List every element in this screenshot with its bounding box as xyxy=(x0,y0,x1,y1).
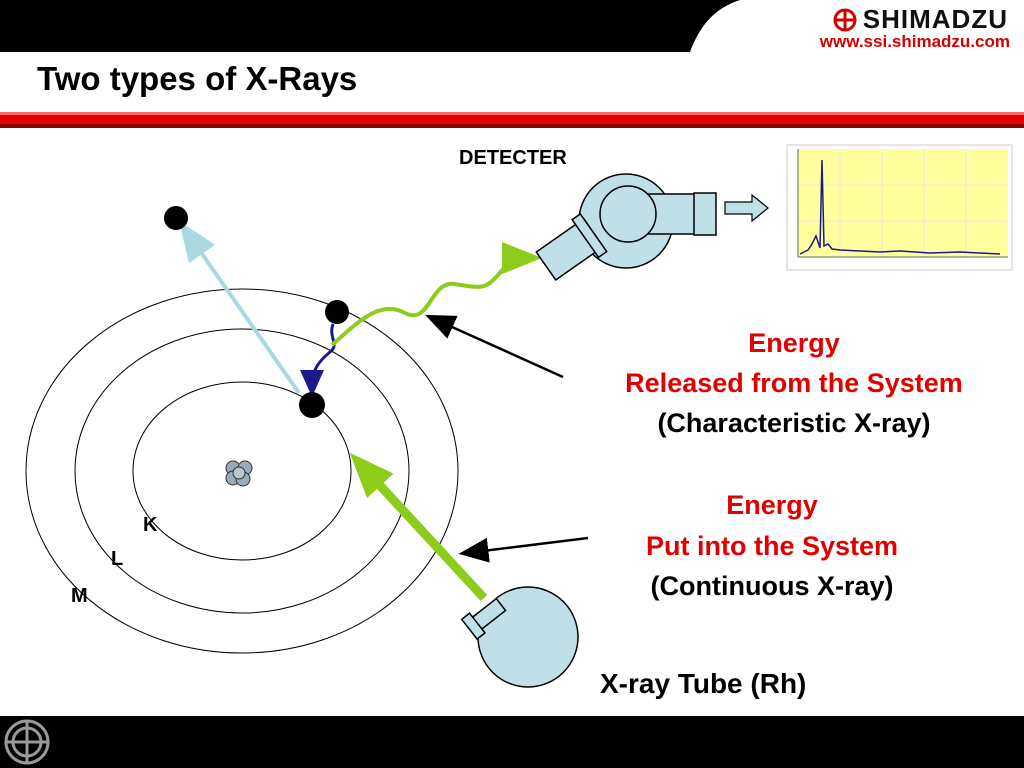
pointer-arrow-continuous xyxy=(458,536,589,563)
brand-logo: SHIMADZU xyxy=(833,4,1008,35)
detector-label: DETECTER xyxy=(459,147,567,169)
characteristic-xray-wave xyxy=(330,242,542,347)
footer-bar xyxy=(0,716,1024,768)
continuous-energy-label: Energy xyxy=(726,490,818,520)
xray-tube xyxy=(460,586,579,688)
spectrum-chart xyxy=(786,144,1013,271)
orbit-l xyxy=(74,328,410,614)
characteristic-energy-label: Energy xyxy=(748,328,840,358)
continuous-xray-arrow xyxy=(349,452,488,602)
orbit-m xyxy=(25,288,459,654)
red-divider-band xyxy=(0,112,1024,128)
output-block-arrow xyxy=(724,193,769,223)
brand-name: SHIMADZU xyxy=(862,4,1008,34)
electron-transition-arrow xyxy=(300,323,336,397)
detector xyxy=(535,173,717,281)
website-url: www.ssi.shimadzu.com xyxy=(819,32,1010,51)
nucleus xyxy=(225,460,253,487)
header-bar xyxy=(0,0,740,52)
continuous-description: Put into the System xyxy=(645,531,899,561)
slide-title: Two types of X-Rays xyxy=(37,60,358,97)
pointer-arrow-characteristic xyxy=(425,314,564,379)
characteristic-description: Released from the System xyxy=(625,368,963,398)
xray-diagram xyxy=(25,144,1013,688)
characteristic-type: (Characteristic X-ray) xyxy=(657,408,931,438)
orbit-label-k: K xyxy=(143,514,158,536)
xray-tube-label: X-ray Tube (Rh) xyxy=(600,668,807,699)
ejected-electron-arrow xyxy=(179,221,301,395)
l-shell-electron xyxy=(325,300,349,324)
ejected-electron xyxy=(164,206,188,230)
k-shell-electron xyxy=(299,392,325,418)
orbit-label-m: M xyxy=(71,585,88,607)
continuous-type: (Continuous X-ray) xyxy=(650,571,894,601)
orbit-label-l: L xyxy=(111,548,124,570)
footer-logo-icon xyxy=(4,719,50,765)
shimadzu-logo-icon xyxy=(833,8,857,31)
